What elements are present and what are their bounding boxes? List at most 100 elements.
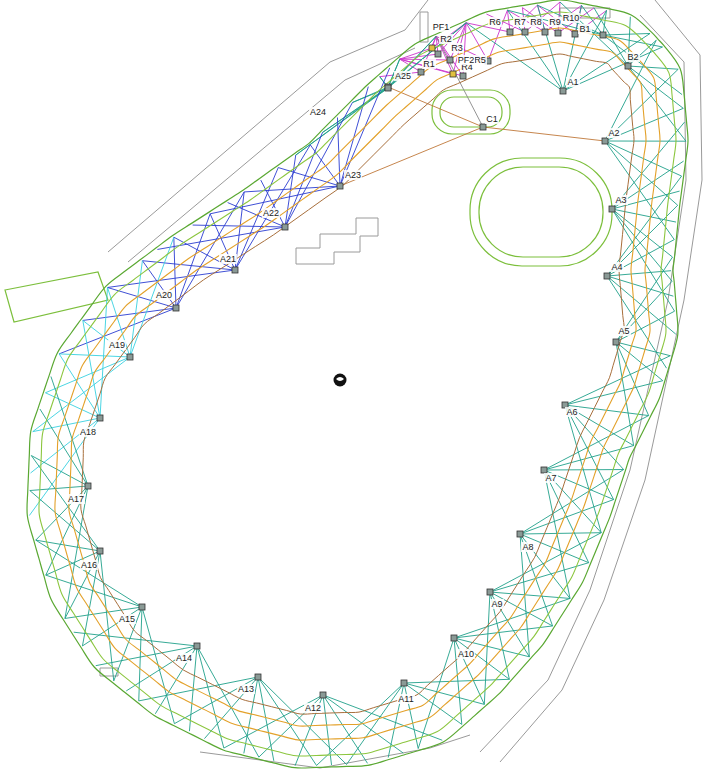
light-beam	[507, 10, 563, 91]
compass-mark	[336, 377, 344, 381]
light-pole	[97, 548, 103, 554]
pole-label: R6	[488, 17, 502, 27]
light-beam	[31, 456, 100, 551]
pole-label: PF2	[457, 55, 476, 65]
pole-label: R7	[513, 17, 527, 27]
road-line	[200, 735, 470, 768]
light-beam	[544, 469, 624, 470]
compass-symbol	[334, 374, 347, 387]
light-beam	[296, 87, 388, 155]
light-pole	[85, 483, 91, 489]
light-beam	[285, 102, 352, 227]
light-beam	[176, 214, 210, 308]
light-pole	[602, 138, 608, 144]
site-boundaries	[100, 0, 702, 768]
pole-label: A14	[175, 653, 193, 663]
light-beam	[544, 470, 614, 500]
small-loop	[440, 97, 502, 127]
light-pole	[385, 85, 391, 91]
light-pole	[232, 267, 238, 273]
pole-label: A25	[394, 71, 412, 81]
light-beam	[176, 192, 244, 308]
light-beam	[322, 87, 388, 132]
pole-label: A19	[108, 340, 126, 350]
light-beams	[29, 2, 686, 766]
pole-label: A1	[566, 77, 579, 87]
outer-boundary	[27, 0, 688, 768]
light-beam	[616, 281, 672, 342]
pole-label: B1	[578, 24, 591, 34]
light-beam	[594, 8, 628, 66]
light-beam	[114, 607, 142, 681]
light-pole	[517, 531, 523, 537]
light-pole	[450, 71, 456, 77]
light-pole	[542, 29, 548, 35]
light-beam	[258, 677, 317, 765]
light-beam	[565, 356, 670, 405]
light-beam	[100, 287, 107, 418]
light-beam	[107, 287, 130, 357]
light-pole	[604, 273, 610, 279]
light-beam	[605, 40, 656, 141]
light-pole	[480, 124, 486, 130]
feed-line	[388, 87, 483, 127]
light-beam	[605, 69, 678, 141]
light-beam	[244, 186, 340, 192]
light-beam	[628, 66, 678, 69]
poles	[85, 29, 631, 698]
light-pole	[613, 339, 619, 345]
pole-label: R3	[450, 43, 464, 53]
light-beam	[520, 533, 601, 534]
pole-label: A23	[344, 170, 362, 180]
light-beam	[520, 534, 589, 563]
road-line	[500, 0, 702, 762]
pole-label: A11	[397, 694, 414, 704]
outer-fence	[39, 12, 676, 756]
pole-label: A18	[79, 427, 97, 437]
light-beam	[82, 607, 142, 646]
pole-label: A7	[544, 473, 557, 483]
light-pole	[487, 589, 493, 595]
feed-line	[340, 127, 483, 186]
light-pole	[429, 45, 435, 51]
pole-label: A4	[610, 262, 623, 272]
infield-oval	[470, 158, 612, 266]
pole-label: A17	[67, 494, 85, 504]
pole-label: R5	[473, 55, 487, 65]
pole-label: A20	[155, 290, 173, 300]
light-pole	[194, 643, 200, 649]
light-beam	[612, 122, 685, 209]
light-pole	[447, 57, 453, 63]
pole-label: A9	[490, 599, 503, 609]
light-beam	[388, 23, 466, 87]
light-beam	[36, 540, 142, 607]
small-loop	[432, 90, 510, 134]
light-pole	[337, 183, 343, 189]
pole-label: A6	[565, 407, 578, 417]
pole-label: A22	[262, 208, 280, 218]
pole-label: A16	[80, 560, 98, 570]
track-rings	[27, 0, 688, 768]
light-beam	[537, 5, 603, 35]
pole-label: A8	[521, 542, 534, 552]
light-beam	[340, 87, 368, 186]
light-pole	[320, 692, 326, 698]
light-beam	[488, 10, 507, 61]
pole-label: A3	[614, 195, 627, 205]
light-beam	[563, 33, 650, 91]
pole-label: A13	[237, 684, 255, 694]
compass-disc	[334, 374, 347, 387]
pole-label: A15	[118, 614, 136, 624]
light-pole	[173, 305, 179, 311]
feed-line	[483, 127, 605, 141]
light-beam	[107, 287, 176, 308]
pole-label: A10	[457, 649, 475, 659]
light-beam	[258, 677, 347, 764]
pole-label: A12	[304, 703, 322, 713]
light-beam	[454, 626, 553, 638]
light-beam	[388, 23, 466, 88]
road-line	[480, 15, 686, 752]
light-pole	[401, 680, 407, 686]
light-pole	[127, 354, 133, 360]
